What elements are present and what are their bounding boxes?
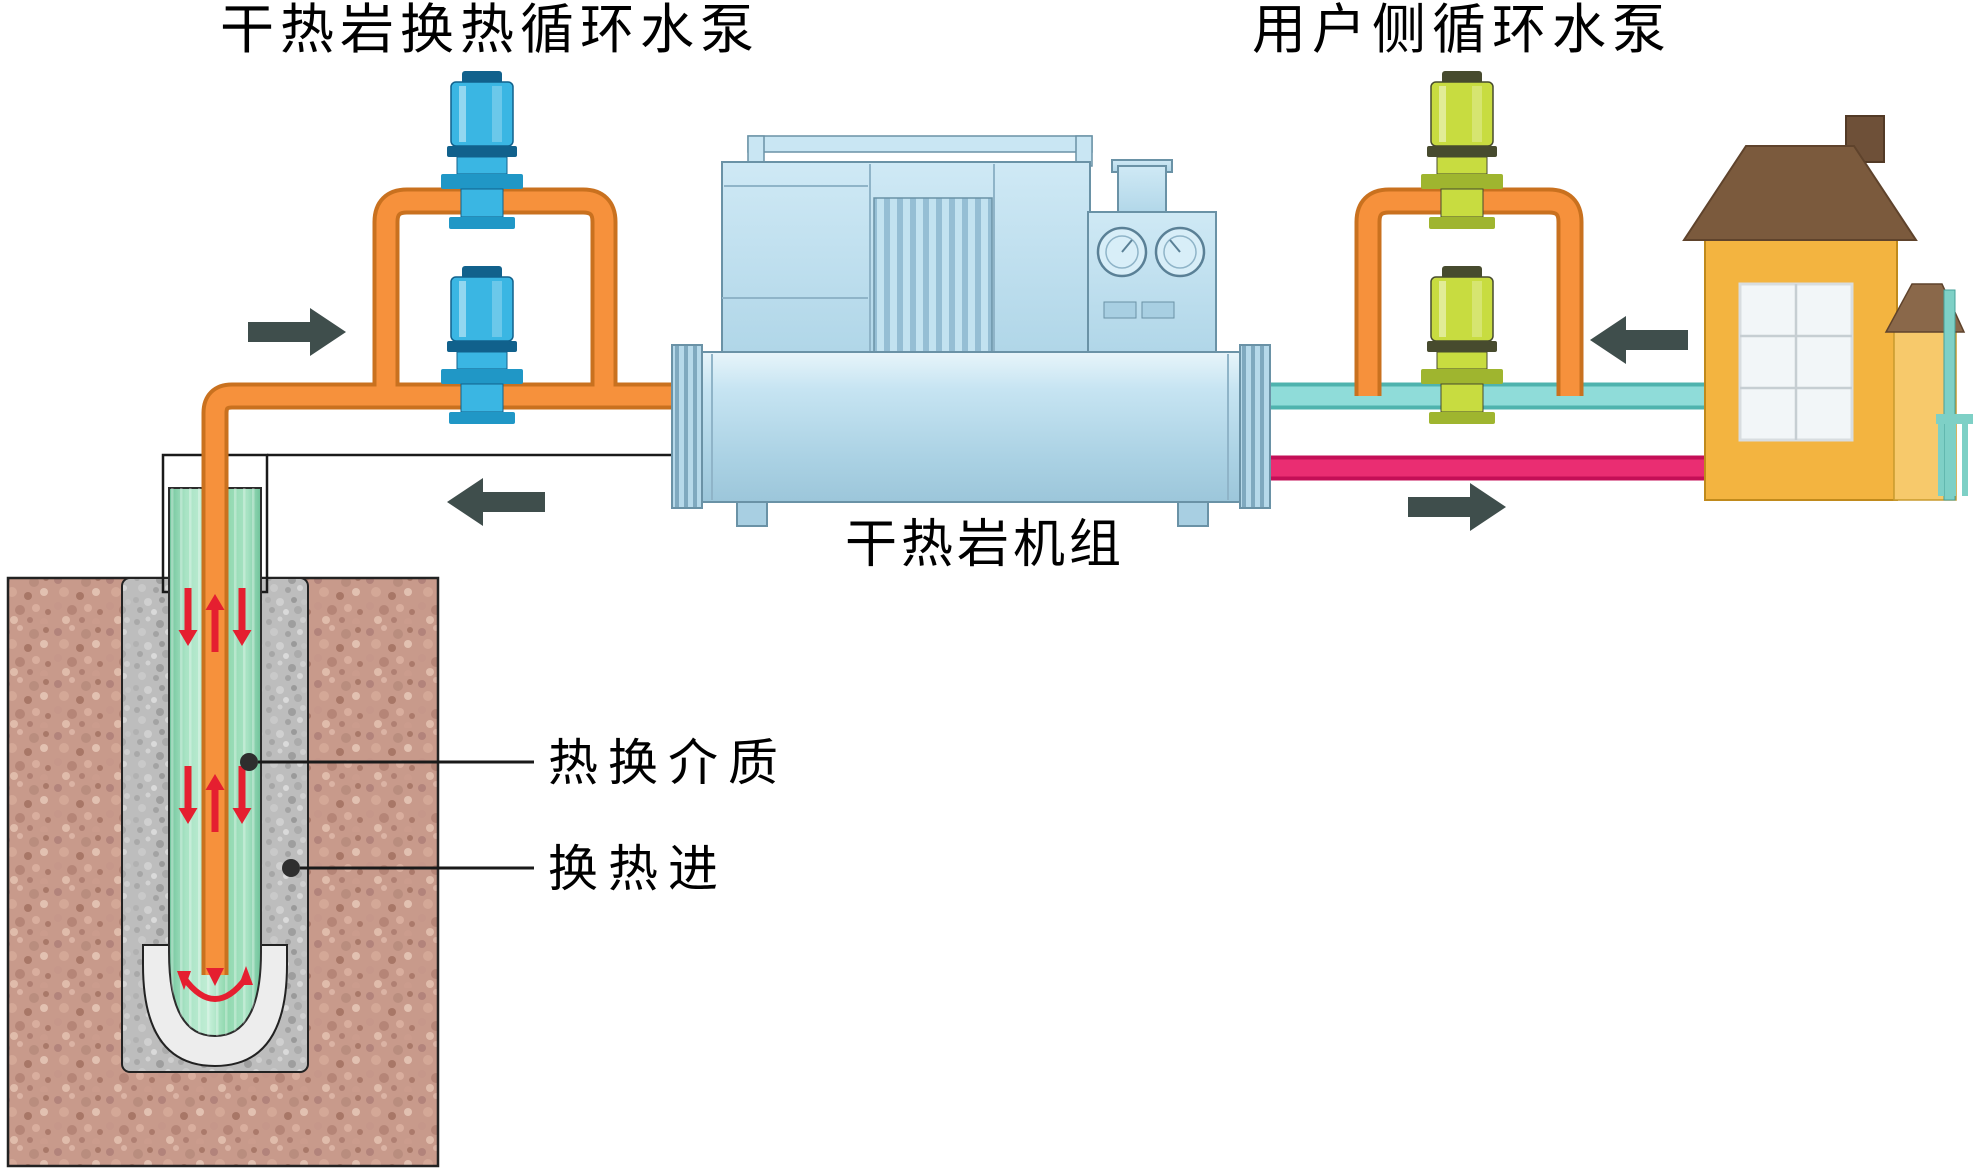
left-pumps-title: 干热岩换热循环水泵 <box>220 0 760 60</box>
callout-label-fluid: 热换介质 <box>548 735 788 791</box>
pressure-gauge-needle <box>1169 239 1181 253</box>
unit-leg <box>1177 499 1209 527</box>
red-uturn-down-head-icon <box>177 971 191 990</box>
tank-end-flange <box>1239 344 1271 509</box>
unit-radiator-fins <box>873 197 993 355</box>
porch-baluster <box>1938 424 1944 496</box>
house-roof <box>1682 145 1918 241</box>
red-pipe-tip-arrow-icon <box>206 968 224 986</box>
callout-dot-well <box>282 859 300 877</box>
unit-vent <box>1103 301 1137 319</box>
flow-arrow-left-icon <box>1590 316 1688 364</box>
unit-top-rail <box>747 135 1093 153</box>
house-chimney <box>1845 115 1885 163</box>
unit-heat-exchanger-tank <box>687 351 1249 503</box>
porch-baluster <box>1962 424 1968 496</box>
unit-chimney <box>1117 165 1167 217</box>
red-uturn-arc <box>181 976 249 1002</box>
callout-label-well: 换热进 <box>548 841 728 897</box>
heat-pump-unit <box>671 135 1271 527</box>
porch-post <box>1943 289 1956 501</box>
unit-vent <box>1141 301 1175 319</box>
flow-arrow-left-icon <box>447 478 545 526</box>
flow-arrow-right-icon <box>1408 483 1506 531</box>
pressure-gauge-dial <box>1163 235 1197 269</box>
red-uturn-up-head-icon <box>239 966 253 985</box>
pressure-gauge-needle <box>1121 239 1133 253</box>
unit-caption: 干热岩机组 <box>845 517 1125 574</box>
well-flow-arrows <box>177 588 253 1002</box>
pressure-gauge-dial <box>1105 235 1139 269</box>
porch-rail <box>1936 414 1973 424</box>
house <box>1682 115 1973 501</box>
tank-end-flange <box>671 344 703 509</box>
right-pumps-title: 用户侧循环水泵 <box>1252 0 1672 60</box>
callout-dot-fluid <box>240 753 258 771</box>
unit-leg <box>736 499 768 527</box>
flow-arrow-right-icon <box>248 308 346 356</box>
porch-baluster <box>1950 424 1956 496</box>
